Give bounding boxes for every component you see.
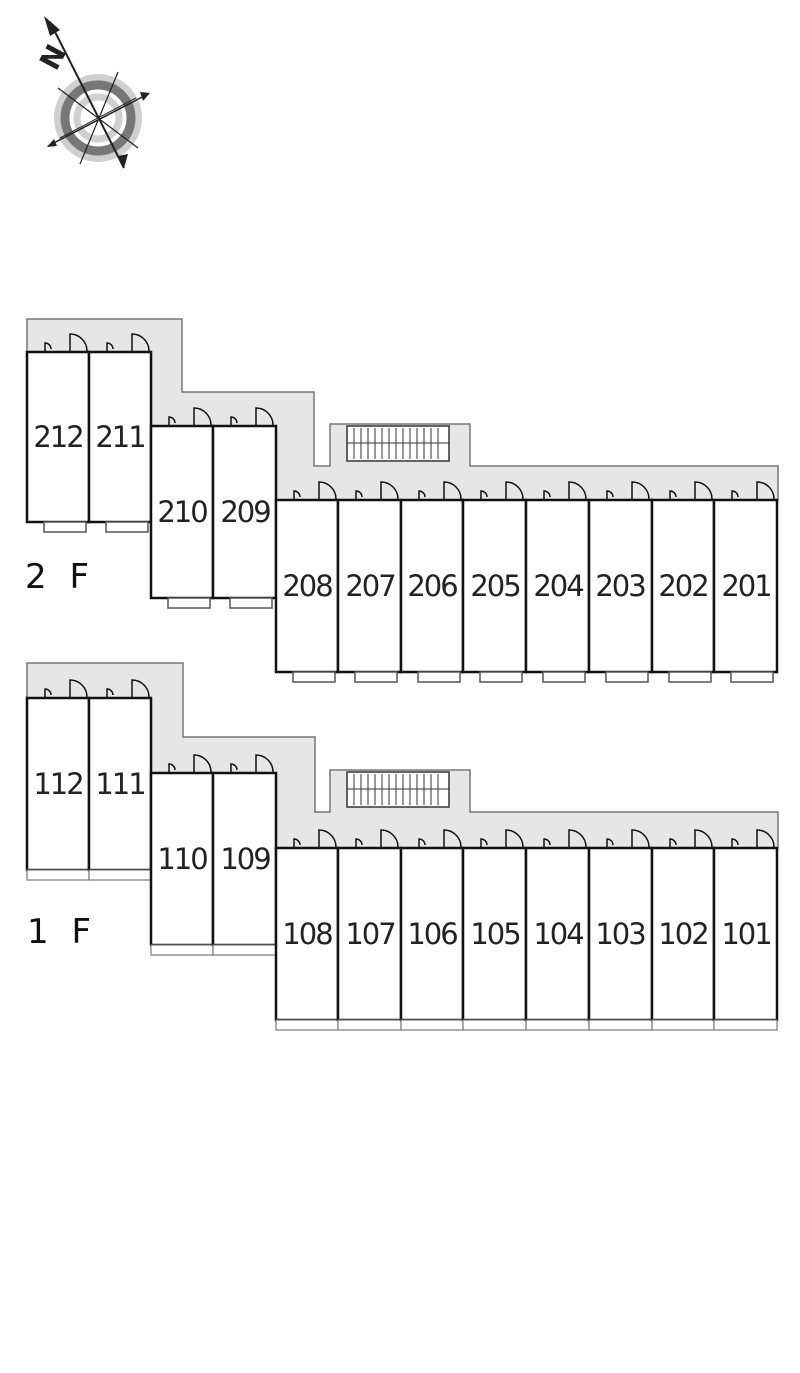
unit-101: 101 <box>712 829 779 1031</box>
unit-202: 202 <box>650 481 716 683</box>
unit-107-number: 107 <box>345 917 394 951</box>
unit-108: 108 <box>274 829 340 1031</box>
floor-1f-stairs <box>346 771 450 808</box>
unit-106: 106 <box>399 829 465 1031</box>
unit-208: 208 <box>274 481 340 683</box>
floor-1f: 1 F 112 111 110 109 <box>25 662 779 1031</box>
unit-105-number: 105 <box>470 917 519 951</box>
unit-204-number: 204 <box>533 569 583 603</box>
floor-2f: 2 F 212 211 210 209 <box>25 318 779 683</box>
unit-108-number: 108 <box>282 917 332 951</box>
unit-205: 205 <box>461 481 528 683</box>
unit-210-number: 210 <box>157 495 207 529</box>
unit-109: 109 <box>211 754 278 956</box>
unit-103-number: 103 <box>595 917 645 951</box>
compass-north-label: N <box>33 39 73 75</box>
floor-2f-label: 2 F <box>25 557 95 597</box>
unit-210: 210 <box>149 407 215 609</box>
unit-202-number: 202 <box>658 569 707 603</box>
unit-209: 209 <box>211 407 278 609</box>
unit-201-number: 201 <box>721 569 770 603</box>
unit-106-number: 106 <box>407 917 457 951</box>
unit-212-number: 212 <box>33 420 82 454</box>
unit-211-number: 211 <box>95 420 144 454</box>
unit-201: 201 <box>712 481 779 683</box>
unit-104: 104 <box>524 829 591 1031</box>
unit-103: 103 <box>587 829 654 1031</box>
unit-102: 102 <box>650 829 716 1031</box>
unit-204: 204 <box>524 481 591 683</box>
unit-111: 111 <box>87 679 153 881</box>
unit-212: 212 <box>25 333 91 533</box>
unit-211: 211 <box>87 333 153 533</box>
floor-1f-label: 1 F <box>27 912 97 952</box>
unit-112: 112 <box>25 679 91 881</box>
unit-111-number: 111 <box>95 767 144 801</box>
unit-107: 107 <box>336 829 403 1031</box>
unit-109-number: 109 <box>220 842 270 876</box>
unit-206: 206 <box>399 481 465 683</box>
floor-2f-stairs <box>346 425 450 462</box>
unit-209-number: 209 <box>220 495 270 529</box>
unit-110: 110 <box>149 754 215 956</box>
unit-102-number: 102 <box>658 917 707 951</box>
compass: N <box>33 16 150 169</box>
compass-icon <box>44 16 150 169</box>
unit-112-number: 112 <box>33 767 82 801</box>
unit-203: 203 <box>587 481 654 683</box>
unit-101-number: 101 <box>721 917 770 951</box>
unit-208-number: 208 <box>282 569 332 603</box>
unit-207: 207 <box>336 481 403 683</box>
unit-205-number: 205 <box>470 569 519 603</box>
unit-207-number: 207 <box>345 569 394 603</box>
unit-203-number: 203 <box>595 569 645 603</box>
unit-105: 105 <box>461 829 528 1031</box>
unit-110-number: 110 <box>157 842 207 876</box>
unit-104-number: 104 <box>533 917 583 951</box>
unit-206-number: 206 <box>407 569 457 603</box>
